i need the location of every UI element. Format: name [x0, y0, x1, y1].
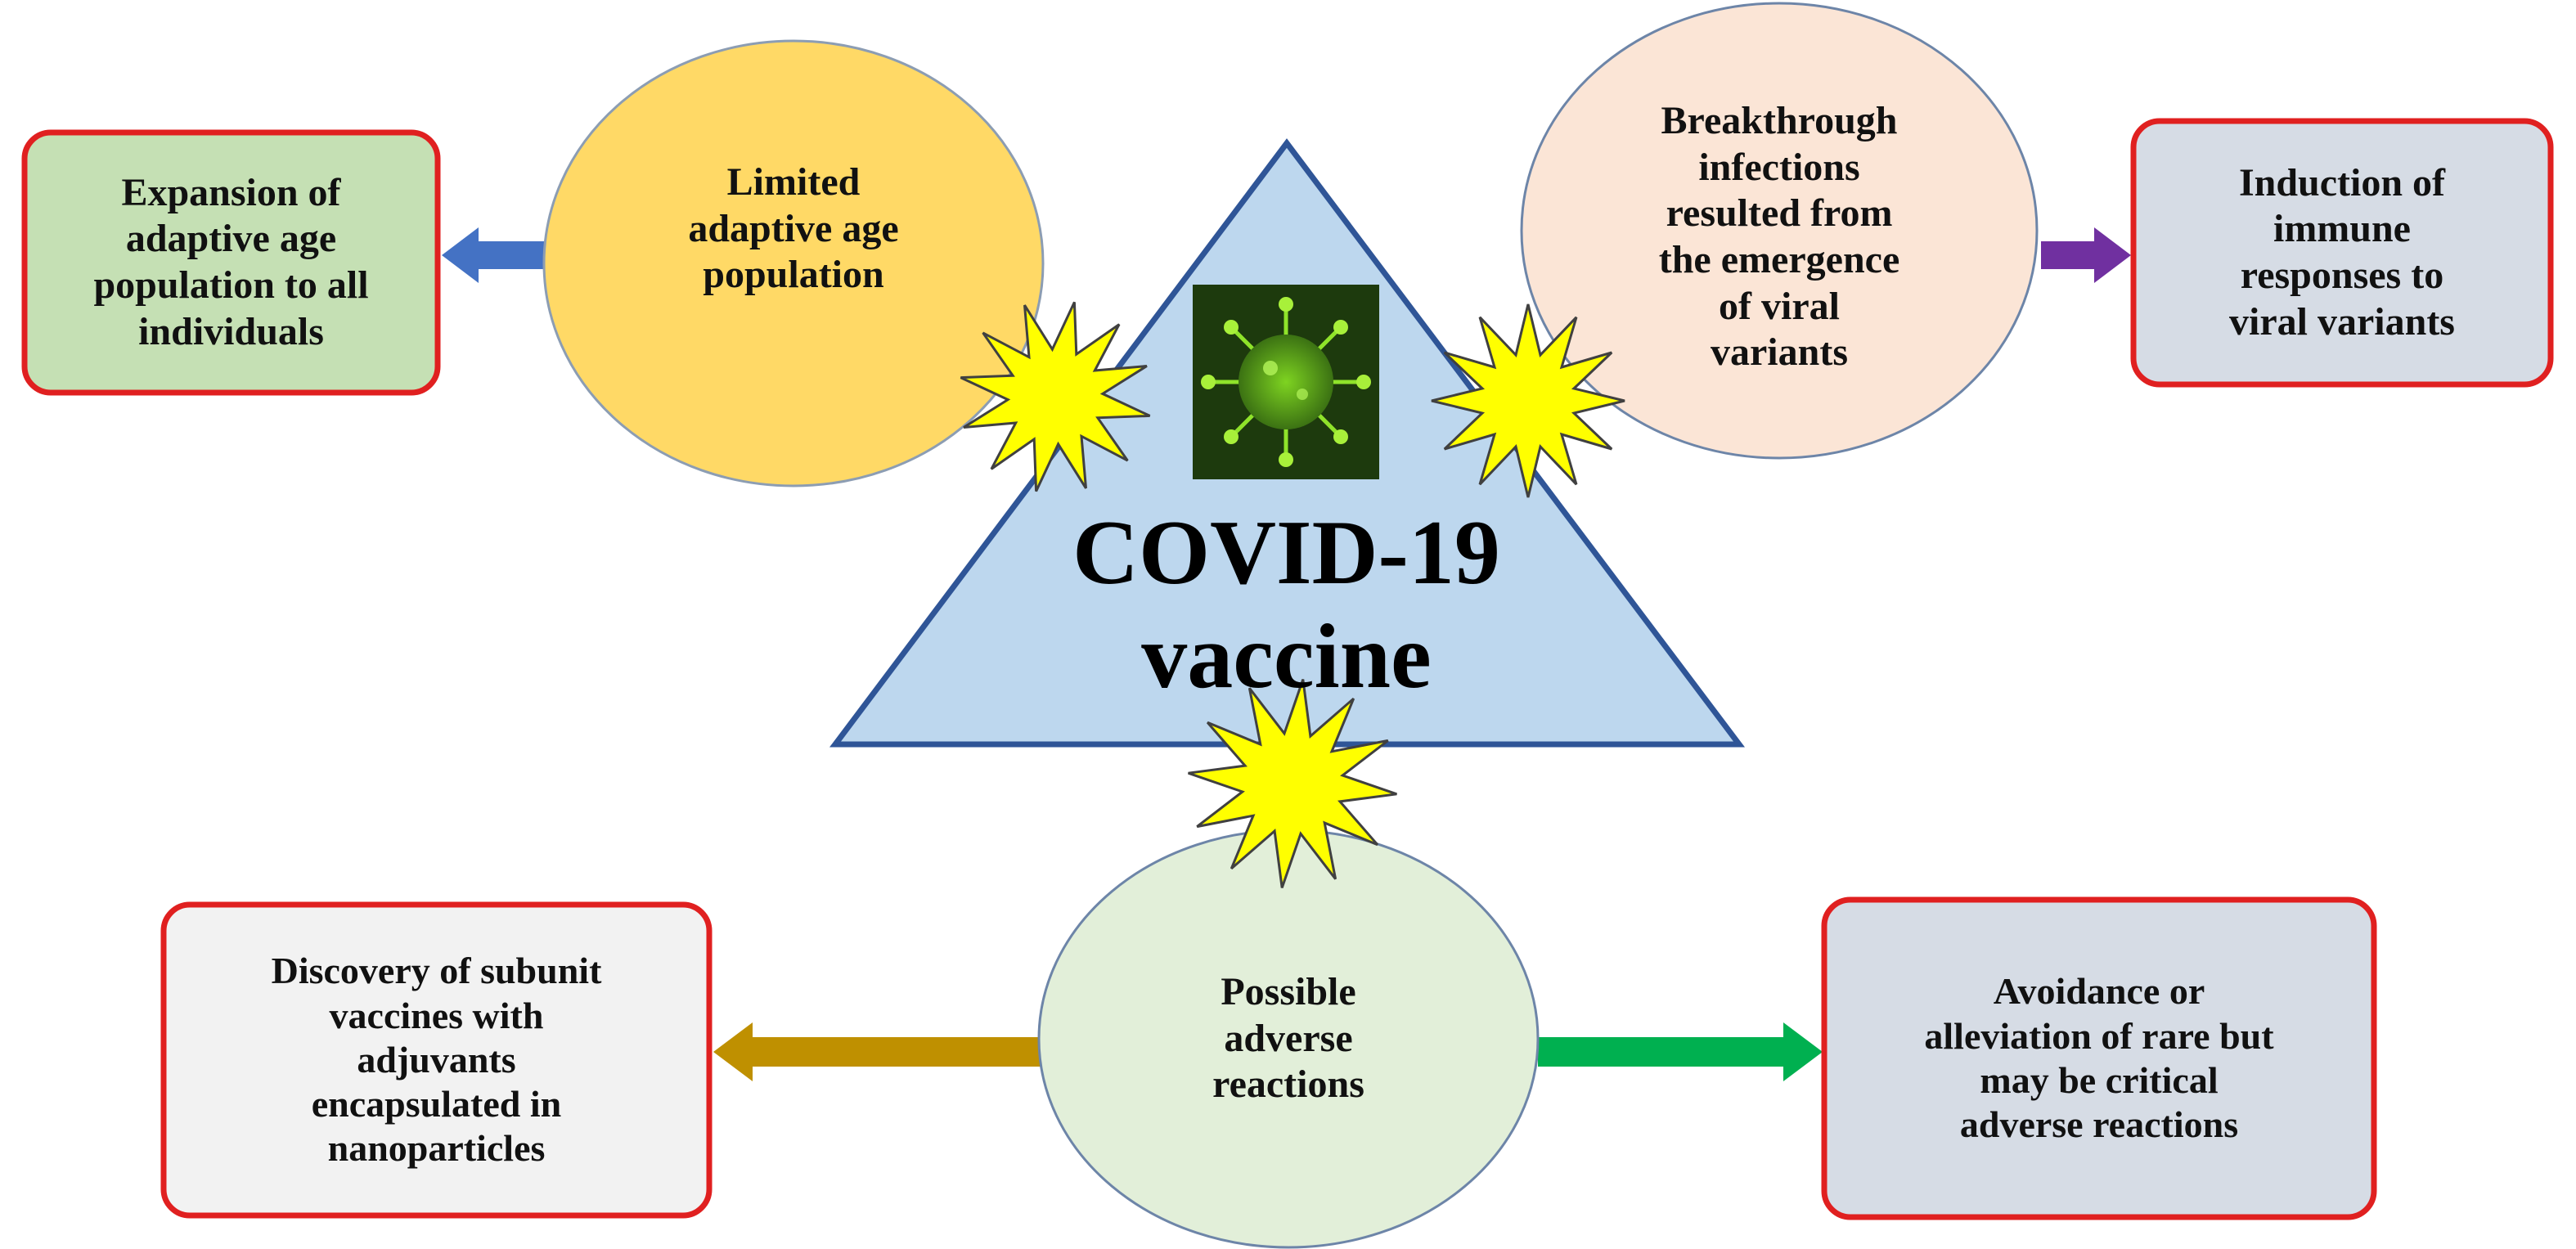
limited-age-circle — [542, 39, 1045, 487]
burst-right — [1431, 303, 1625, 498]
subunit-label: Discovery of subunit vaccines with adjuv… — [271, 950, 602, 1170]
burst-bottom — [1188, 679, 1397, 888]
avoidance-box — [1821, 896, 2377, 1220]
induction-box — [2130, 118, 2554, 388]
expansion-box — [21, 129, 441, 396]
burst-left — [960, 301, 1151, 492]
expansion-label: Expansion of adaptive age population to … — [93, 170, 369, 353]
arrow-to-induction — [2041, 227, 2131, 283]
vaccine-title: COVID-19 vaccine — [1072, 502, 1500, 708]
arrow-to-avoidance — [1538, 1022, 1823, 1081]
breakthrough-label: Breakthrough infections resulted from th… — [1658, 99, 1900, 375]
limited-age-label: Limited adaptive age population — [688, 160, 899, 297]
induction-label: Induction of immune responses to viral v… — [2229, 160, 2455, 344]
avoidance-label: Avoidance or alleviation of rare but may… — [1924, 970, 2274, 1146]
adverse-reactions-label: Possible adverse reactions — [1212, 970, 1364, 1107]
breakthrough-circle — [1520, 2, 2039, 460]
arrow-to-expansion — [442, 227, 548, 283]
coronavirus-icon — [1193, 285, 1379, 479]
subunit-box — [160, 901, 713, 1219]
arrow-to-subunit — [713, 1022, 1047, 1081]
